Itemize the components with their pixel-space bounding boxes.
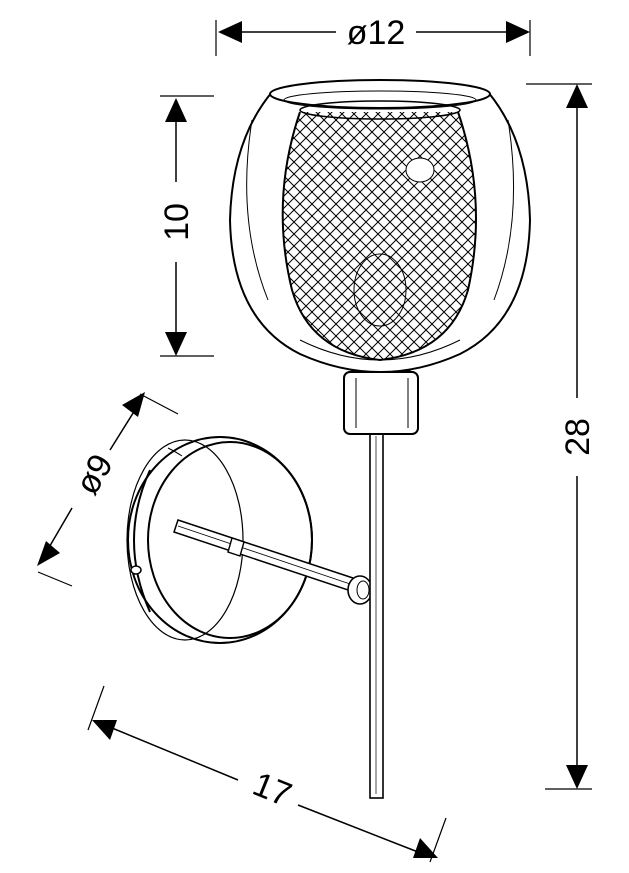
arm-joint (347, 575, 373, 605)
dimension-total-height: 28 (526, 83, 597, 790)
dimension-projection: 17 (87, 685, 447, 863)
lamp-rod (369, 431, 384, 799)
arrowhead-up (566, 84, 588, 108)
dimension-shade-height: 10 (158, 95, 214, 357)
arrowhead-left (92, 720, 117, 740)
shade-diameter-label: ø12 (347, 14, 406, 52)
arrowhead-up (122, 392, 145, 417)
screw-icon (130, 565, 142, 575)
arrowhead-right (413, 838, 438, 858)
lamp-socket (343, 367, 419, 435)
mesh-insert (281, 100, 477, 362)
arrowhead-down (566, 765, 588, 789)
arrowhead-right (506, 21, 530, 43)
backplate-diameter-label: ø9 (68, 448, 121, 501)
shade-height-label: 10 (158, 203, 196, 241)
arrowhead-down (165, 332, 187, 356)
arrowhead-left (218, 21, 242, 43)
total-height-label: 28 (559, 418, 597, 456)
dimension-shade-diameter: ø12 (215, 14, 531, 56)
arrowhead-up (165, 98, 187, 122)
lamp-arm (173, 519, 373, 605)
projection-label: 17 (247, 765, 296, 814)
arrowhead-down (37, 541, 60, 566)
